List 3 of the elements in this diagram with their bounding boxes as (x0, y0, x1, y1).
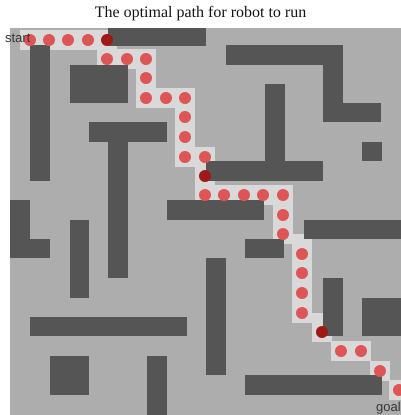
start-label: start (5, 31, 30, 45)
goal-label: goal (376, 400, 401, 414)
chart-title: The optimal path for robot to run (94, 4, 308, 22)
